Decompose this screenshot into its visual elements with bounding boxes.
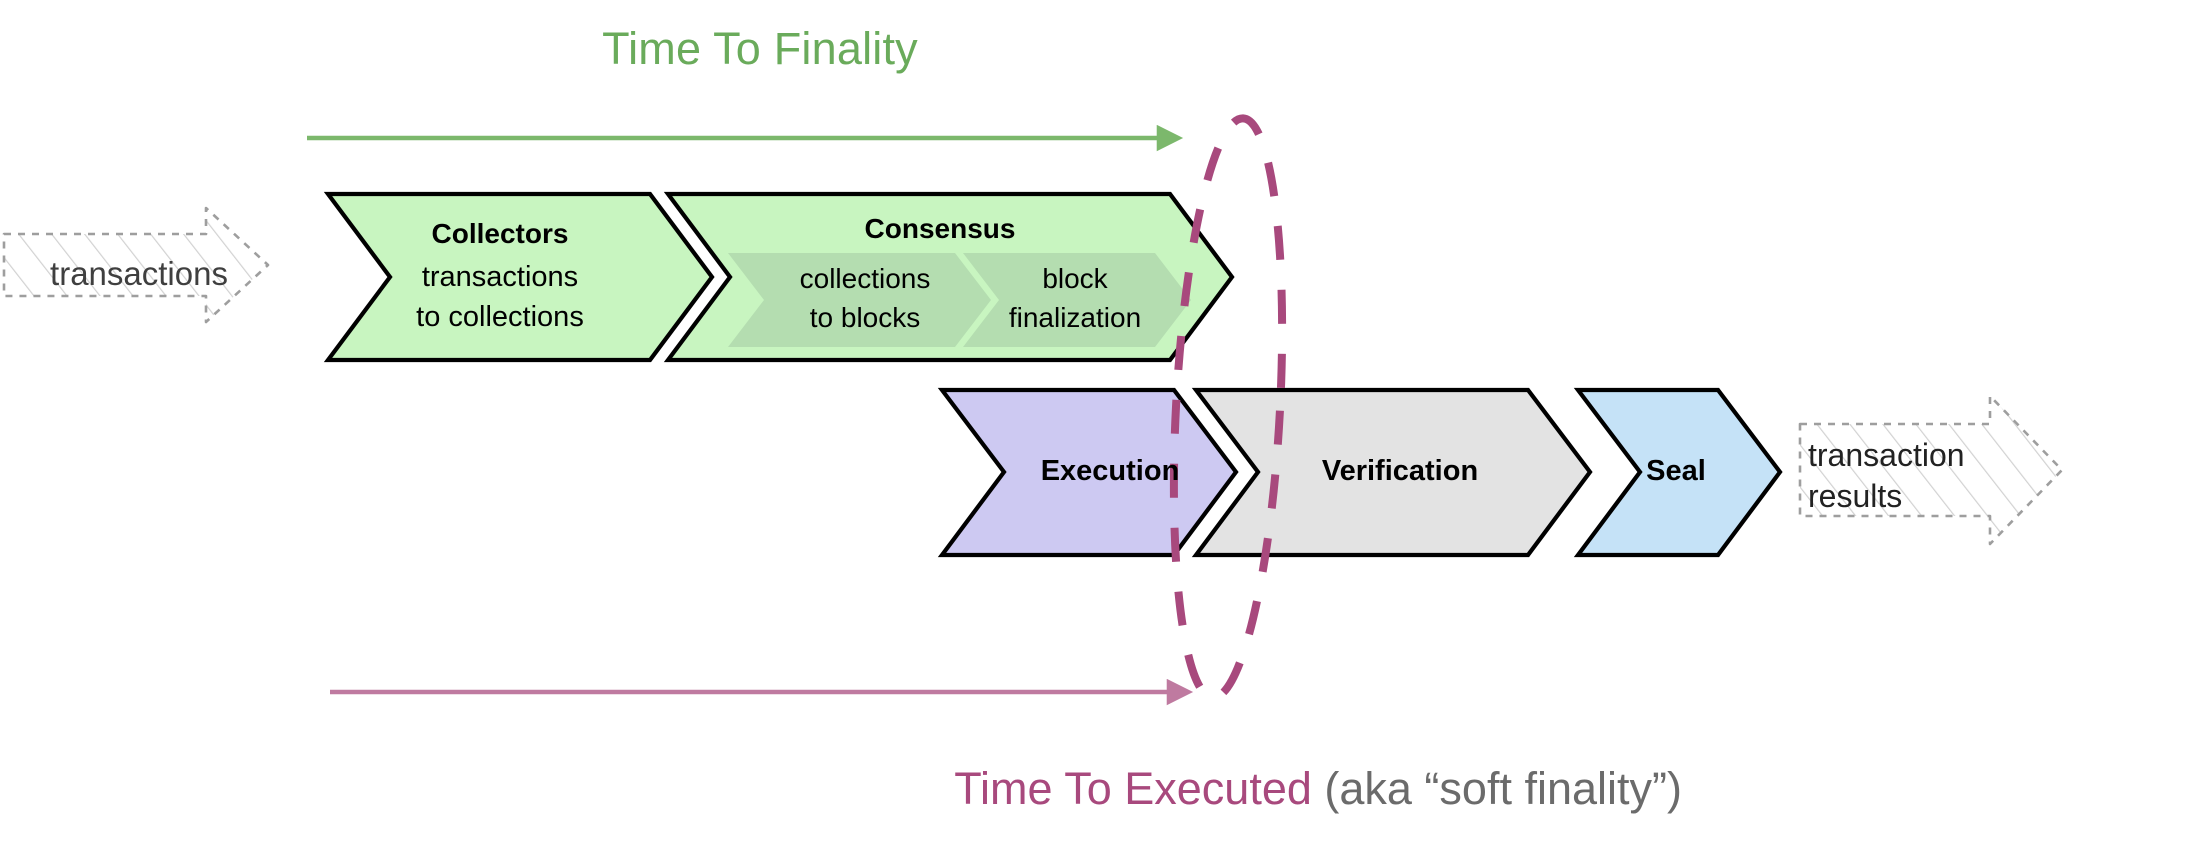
- substage-block-finalization-line2: finalization: [1008, 302, 1142, 333]
- bottom-caption-sub: (aka “soft finality”): [1324, 762, 1682, 814]
- stage-seal[interactable]: [1573, 387, 1783, 558]
- stage-seal-title: Seal: [1646, 455, 1706, 487]
- substage-block-finalization-line1: block: [1042, 263, 1108, 294]
- output-arrow-label-line1: transaction: [1808, 437, 1965, 473]
- stage-verification-title: Verification: [1321, 455, 1479, 487]
- substage-block-finalization[interactable]: [963, 253, 1191, 347]
- diagram-canvas: Time To Finality transactions Collectors…: [2, 23, 2064, 813]
- input-ghost-arrow: [2, 206, 270, 324]
- stage-consensus-title: Consensus: [864, 213, 1016, 244]
- finality-boundary-ellipse: [1169, 114, 1287, 702]
- stage-collectors[interactable]: [323, 191, 715, 363]
- stage-collectors-subtitle-line2: to collections: [416, 301, 584, 333]
- stage-consensus[interactable]: [663, 191, 1235, 363]
- stage-verification[interactable]: [1191, 387, 1593, 558]
- output-ghost-arrow: [1798, 394, 2064, 546]
- bottom-caption: Time To Executed (aka “soft finality”): [905, 714, 1682, 863]
- input-arrow-label: transactions: [50, 255, 228, 292]
- substage-collections-to-blocks-line1: collections: [799, 263, 931, 294]
- bottom-caption-main: Time To Executed: [954, 762, 1312, 814]
- stage-collectors-title: Collectors: [431, 218, 569, 249]
- substage-collections-to-blocks-line2: to blocks: [809, 302, 921, 333]
- stage-collectors-subtitle-line1: transactions: [421, 261, 579, 293]
- output-arrow-label-line2: results: [1808, 478, 1903, 514]
- page-title-time-to-finality: Time To Finality: [602, 23, 918, 74]
- flow-diagram-svg: [2, 114, 2064, 706]
- stage-execution-title: Execution: [1040, 455, 1180, 487]
- substage-collections-to-blocks[interactable]: [728, 253, 991, 347]
